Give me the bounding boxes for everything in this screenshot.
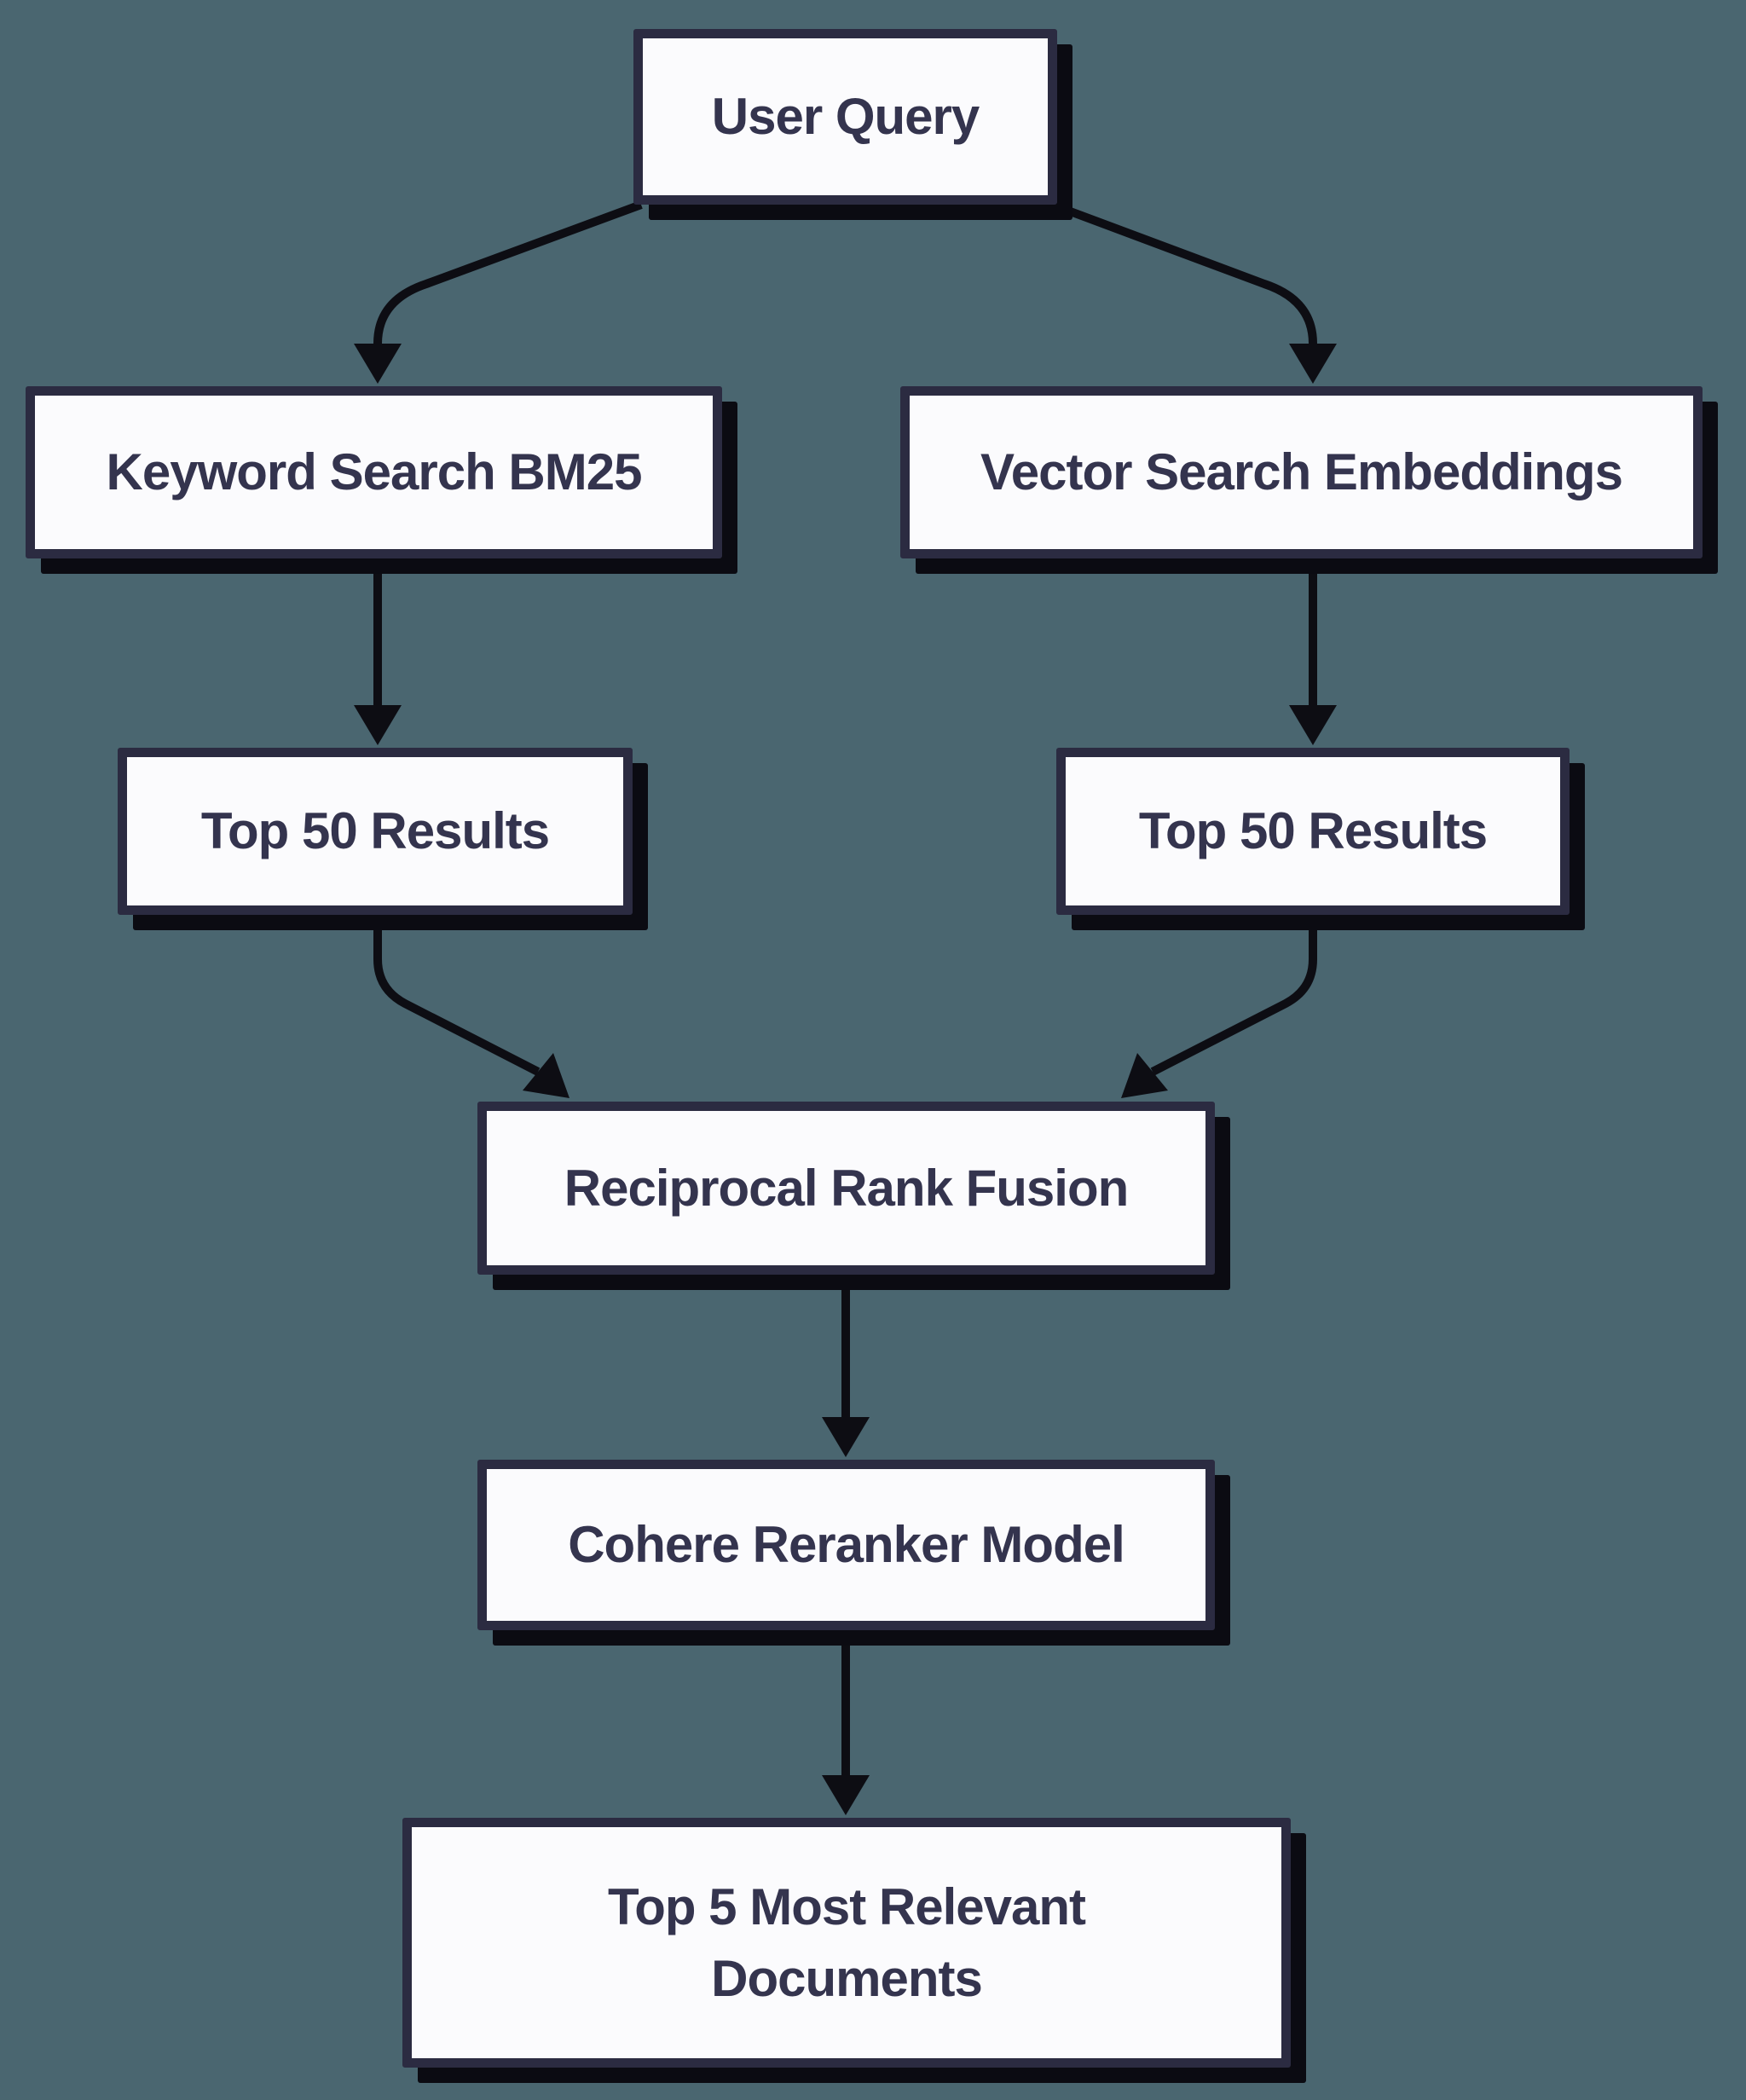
- node-keyword-search-bm25-label: Keyword Search BM25: [106, 443, 643, 500]
- node-top50-results-keyword-label: Top 50 Results: [200, 802, 550, 859]
- node-top5-relevant-documents: Top 5 Most Relevant Documents: [402, 1818, 1291, 2068]
- node-vector-search-embeddings: Vector Search Embeddings: [900, 386, 1703, 558]
- node-reciprocal-rank-fusion-label: Reciprocal Rank Fusion: [564, 1159, 1129, 1217]
- node-top5-relevant-documents-label: Top 5 Most Relevant Documents: [608, 1877, 1086, 2007]
- edge-reranker-to-final-results: [822, 1630, 870, 1815]
- node-vector-search-embeddings-label: Vector Search Embeddings: [980, 443, 1623, 500]
- edge-vector-search-to-top50: [1289, 558, 1337, 745]
- node-reciprocal-rank-fusion: Reciprocal Rank Fusion: [477, 1102, 1215, 1275]
- node-top50-results-vector-label: Top 50 Results: [1138, 802, 1488, 859]
- node-cohere-reranker-model: Cohere Reranker Model: [477, 1460, 1215, 1630]
- edge-rank-fusion-to-reranker: [822, 1275, 870, 1457]
- edge-top50-keyword-to-rank-fusion: [373, 915, 569, 1098]
- edge-user-query-to-keyword-search: [354, 200, 643, 384]
- node-keyword-search-bm25: Keyword Search BM25: [26, 386, 722, 558]
- node-top50-results-vector: Top 50 Results: [1056, 748, 1570, 915]
- node-user-query: User Query: [633, 29, 1057, 205]
- node-top50-results-keyword: Top 50 Results: [118, 748, 633, 915]
- edge-user-query-to-vector-search: [1050, 200, 1337, 384]
- edge-top50-vector-to-rank-fusion: [1121, 915, 1317, 1098]
- node-user-query-label: User Query: [711, 88, 980, 145]
- node-cohere-reranker-model-label: Cohere Reranker Model: [568, 1516, 1125, 1573]
- edge-keyword-search-to-top50: [354, 558, 402, 745]
